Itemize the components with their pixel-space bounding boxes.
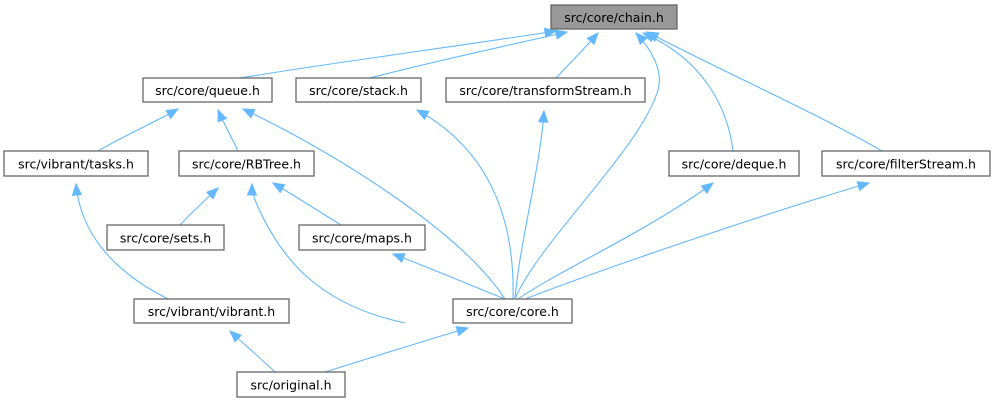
edge-line [239,30,557,79]
arrowhead-icon [391,253,406,263]
edge-stack-to-chain [369,29,569,79]
node-sets-box [106,224,225,251]
node-tasks-box [3,150,149,177]
node-queue[interactable]: src/core/queue.h [142,77,273,103]
edge-vibrant-to-tasks [71,182,169,300]
node-filter-stream-box [821,150,991,177]
edge-deque-to-chain [641,32,734,152]
node-vibrant-label: src/vibrant/vibrant.h [148,304,275,319]
node-rbtree[interactable]: src/core/RBTree.h [178,150,315,177]
edge-RBTree-to-queue [217,108,239,152]
edge-line [416,109,514,300]
node-original[interactable]: src/original.h [236,371,346,398]
arrowhead-icon [537,109,549,123]
node-maps-label: src/core/maps.h [312,231,412,246]
arrowhead-icon [246,182,258,196]
edge-line [514,32,660,300]
edge-original-to-core [324,326,470,373]
edge-line [324,327,469,373]
node-core-box [452,298,573,324]
arrowhead-icon [205,187,219,200]
node-rbtree-label: src/core/RBTree.h [192,157,301,172]
edge-core-to-transformStream [514,109,549,300]
edge-line [514,110,545,300]
edge-core-to-RBTree [246,182,406,324]
node-chain-box [550,4,678,30]
node-core-label: src/core/core.h [466,304,559,319]
node-filter-stream-label: src/core/filterStream.h [836,157,976,172]
arrowhead-icon [415,109,430,121]
node-sets[interactable]: src/core/sets.h [106,224,225,251]
edge-queue-to-chain [239,27,558,79]
edges-layer [71,27,883,373]
node-filter-stream[interactable]: src/core/filterStream.h [821,150,991,177]
arrowhead-icon [635,32,648,45]
arrowhead-icon [645,31,660,42]
node-core[interactable]: src/core/core.h [452,298,573,324]
edge-line [242,108,506,300]
edge-transformStream-to-chain [555,32,599,79]
arrowhead-icon [229,330,242,343]
edge-core-to-deque [517,182,715,300]
edge-line [369,31,568,79]
arrowhead-icon [241,108,256,119]
arrowhead-icon [271,182,286,194]
arrowhead-icon [586,32,599,46]
node-tasks[interactable]: src/vibrant/tasks.h [3,150,149,177]
edge-core-to-filterStream [524,181,871,300]
node-maps-box [298,224,426,251]
arrowhead-icon [554,29,569,40]
node-sets-label: src/core/sets.h [120,231,211,246]
edge-line [272,182,342,226]
node-deque-box [668,150,800,177]
node-transform-stream[interactable]: src/core/transformStream.h [445,77,646,103]
edge-tasks-to-queue [97,108,180,152]
nodes-layer: src/core/chain.h src/core/queue.h src/co… [3,4,991,398]
node-transform-stream-box [445,77,646,103]
edge-original-to-vibrant [229,330,276,373]
arrowhead-icon [543,27,558,38]
node-original-label: src/original.h [250,378,331,393]
node-vibrant[interactable]: src/vibrant/vibrant.h [133,298,290,324]
edge-line [517,182,714,300]
edge-core-to-queue [241,108,506,300]
edge-line [75,183,169,300]
node-maps[interactable]: src/core/maps.h [298,224,426,251]
edge-core-to-stack [415,109,514,300]
node-queue-label: src/core/queue.h [155,83,260,98]
arrowhead-icon [217,108,228,123]
node-stack-box [295,77,422,103]
edge-core-to-maps [391,253,506,300]
node-chain-label: src/core/chain.h [564,10,664,25]
node-deque-label: src/core/deque.h [682,157,787,172]
arrowhead-icon [856,181,871,192]
edge-line [646,31,883,152]
node-original-box [236,371,346,398]
node-stack-label: src/core/stack.h [309,83,408,98]
arrowhead-icon [165,108,180,120]
edge-filterStream-to-chain [645,31,883,152]
edge-line [392,253,506,300]
node-queue-box [142,77,273,103]
arrowhead-icon [700,182,715,195]
node-deque[interactable]: src/core/deque.h [668,150,800,177]
edge-maps-to-RBTree [271,182,342,226]
arrowhead-icon [71,182,83,196]
edge-line [97,108,179,152]
node-tasks-label: src/vibrant/tasks.h [18,157,134,172]
node-chain[interactable]: src/core/chain.h [550,4,678,30]
edge-line [524,182,870,300]
node-stack[interactable]: src/core/stack.h [295,77,422,103]
arrowhead-icon [455,326,470,337]
edge-line [642,32,734,152]
node-vibrant-box [133,298,290,324]
node-rbtree-box [178,150,315,177]
node-transform-stream-label: src/core/transformStream.h [459,83,631,98]
edge-sets-to-RBTree [179,187,219,226]
edge-core-to-chain [514,32,660,300]
